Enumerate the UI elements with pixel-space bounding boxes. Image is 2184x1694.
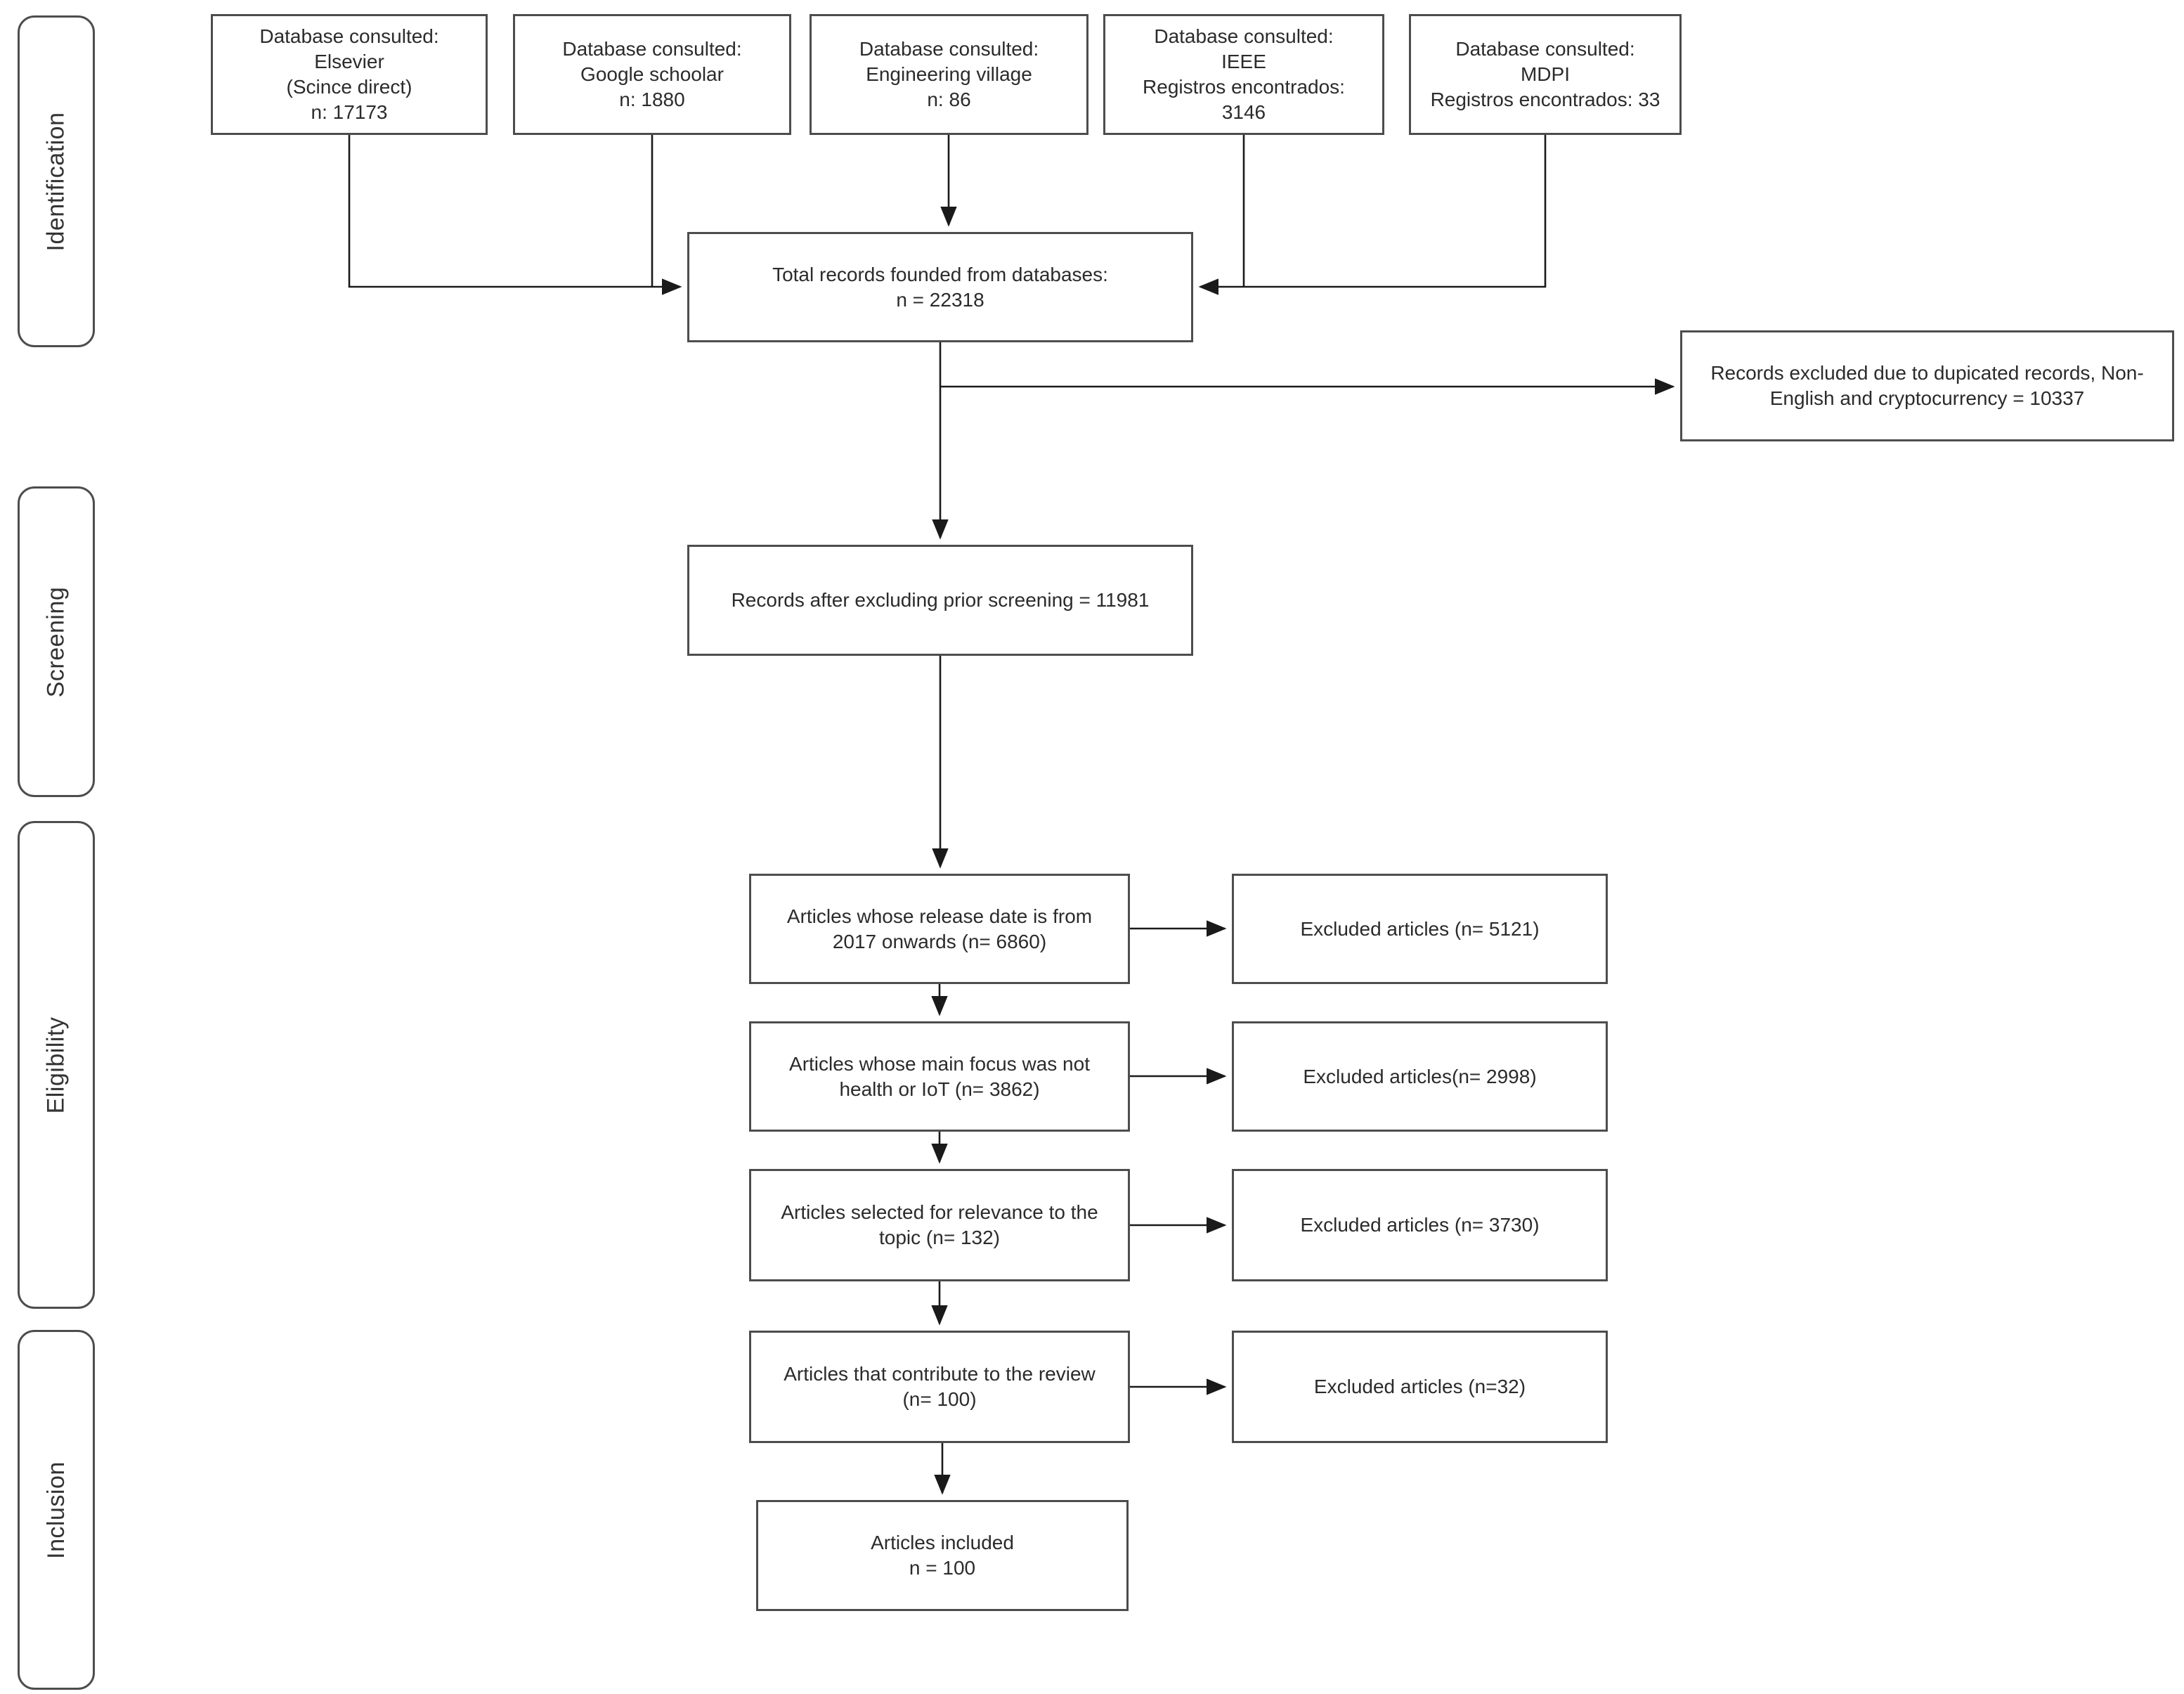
stage-eligibility: Eligibility (18, 821, 95, 1309)
stage-identification-label: Identification (42, 112, 70, 251)
stage-inclusion-label: Inclusion (42, 1461, 70, 1559)
arrow-elsevier-to-total (348, 135, 682, 295)
db-box-ieee: Database consulted: IEEE Registros encon… (1103, 14, 1384, 135)
stage-screening-label: Screening (42, 586, 70, 697)
stage-screening: Screening (18, 486, 95, 797)
arrow-mdpi-to-total (1198, 135, 1547, 295)
step3-excluded-box: Excluded articles (n= 3730) (1232, 1169, 1608, 1281)
step2-box: Articles whose main focus was not health… (749, 1021, 1130, 1132)
step4-box: Articles that contribute to the review (… (749, 1331, 1130, 1443)
db-box-engineering-village: Database consulted: Engineering village … (810, 14, 1088, 135)
step4-excluded-box: Excluded articles (n=32) (1232, 1331, 1608, 1443)
stage-inclusion: Inclusion (18, 1330, 95, 1690)
stage-eligibility-label: Eligibility (42, 1016, 70, 1113)
stage-identification: Identification (18, 15, 95, 347)
total-records-box: Total records founded from databases: n … (687, 232, 1193, 342)
records-after-screening-box: Records after excluding prior screening … (687, 545, 1193, 656)
step1-box: Articles whose release date is from 2017… (749, 874, 1130, 984)
db-box-mdpi: Database consulted: MDPI Registros encon… (1409, 14, 1682, 135)
step2-excluded-box: Excluded articles(n= 2998) (1232, 1021, 1608, 1132)
records-excluded-box: Records excluded due to dupicated record… (1680, 330, 2174, 441)
db-box-elsevier: Database consulted: Elsevier (Scince dir… (211, 14, 488, 135)
db-box-google-scholar: Database consulted: Google schoolar n: 1… (513, 14, 791, 135)
articles-included-box: Articles included n = 100 (756, 1500, 1129, 1611)
step3-box: Articles selected for relevance to the t… (749, 1169, 1130, 1281)
step1-excluded-box: Excluded articles (n= 5121) (1232, 874, 1608, 984)
